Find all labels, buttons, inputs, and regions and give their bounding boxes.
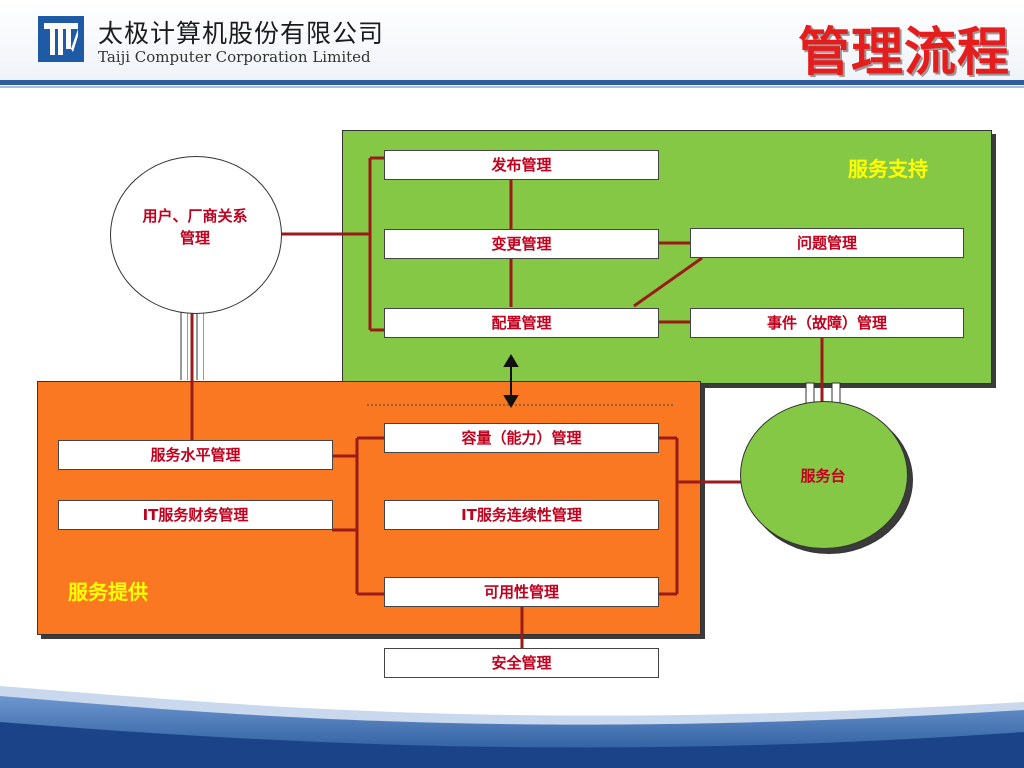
incident-management-box: 事件（故障）管理 <box>690 308 964 338</box>
it-financial-management-box: IT服务财务管理 <box>58 500 333 530</box>
relationship-label-line1: 用户、厂商关系 <box>142 207 248 225</box>
availability-management-box: 可用性管理 <box>384 577 659 607</box>
header-bar <box>0 0 1024 86</box>
company-name-cn: 太极计算机股份有限公司 <box>98 19 385 48</box>
service-level-management-box: 服务水平管理 <box>58 440 333 470</box>
relationship-label-line2: 管理 <box>179 229 210 247</box>
it-continuity-management-box: IT服务连续性管理 <box>384 500 659 530</box>
configuration-management-box: 配置管理 <box>384 308 659 338</box>
service-desk-circle <box>740 401 908 549</box>
company-logo-icon <box>38 16 84 62</box>
problem-management-box: 问题管理 <box>690 228 964 258</box>
service-support-label: 服务支持 <box>848 157 928 181</box>
page-title: 管理流程 <box>797 23 1010 83</box>
header-divider-light <box>0 86 1024 88</box>
relationship-circle <box>110 156 282 314</box>
release-management-box: 发布管理 <box>384 150 659 180</box>
double-arrow-icon <box>503 354 519 408</box>
footer-wave <box>0 686 1024 768</box>
header-divider <box>0 80 1024 85</box>
service-provide-label: 服务提供 <box>68 580 148 604</box>
change-management-box: 变更管理 <box>384 229 659 259</box>
capacity-management-box: 容量（能力）管理 <box>384 423 659 453</box>
security-management-box: 安全管理 <box>384 648 659 678</box>
service-desk-label: 服务台 <box>800 467 846 485</box>
company-name-en: Taiji Computer Corporation Limited <box>98 48 371 66</box>
